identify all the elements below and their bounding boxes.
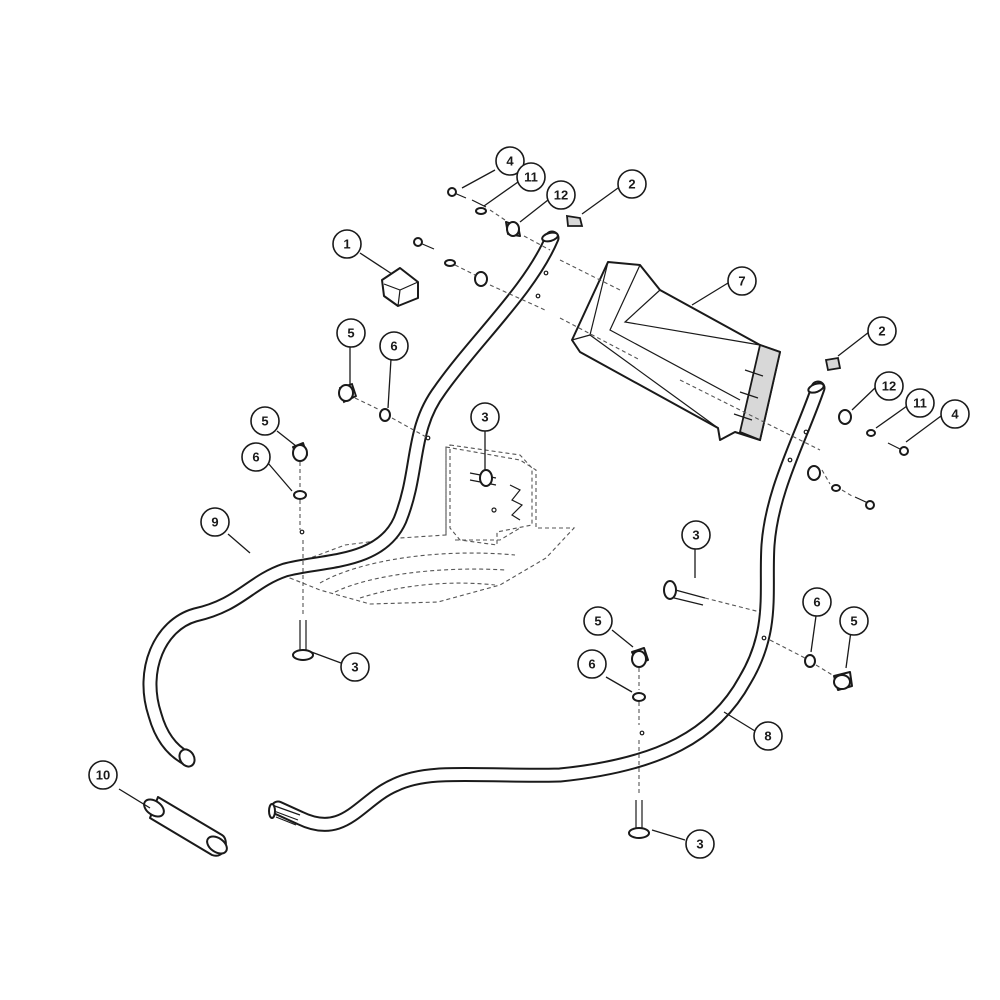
deck-outline [289,446,576,605]
svg-text:1: 1 [343,237,350,252]
right-fasteners [628,580,853,839]
callout-3-left-lower: 3 [340,652,370,682]
callout-2-upper-left: 2 [617,169,647,199]
svg-text:10: 10 [96,768,110,783]
callout-1: 1 [332,229,362,259]
svg-text:3: 3 [351,660,358,675]
svg-text:8: 8 [764,729,771,744]
callout-2-right: 2 [867,316,897,346]
callout-5-left-middle: 5 [250,406,280,436]
callout-5-center-lower: 5 [583,606,613,636]
callout-10: 10 [88,760,118,790]
callout-3-center: 3 [470,402,500,432]
svg-text:3: 3 [481,410,488,425]
svg-text:3: 3 [696,837,703,852]
svg-text:2: 2 [628,177,635,192]
callout-6-left-upper: 6 [379,331,409,361]
svg-text:4: 4 [506,154,514,169]
callout-3-right-lower: 3 [685,829,715,859]
svg-text:6: 6 [252,450,259,465]
svg-text:5: 5 [850,614,857,629]
callout-11-upper-left: 11 [516,162,546,192]
callout-11-right: 11 [905,388,935,418]
right-handle-tube [268,380,826,832]
callout-7: 7 [727,266,757,296]
callout-12-right: 12 [874,371,904,401]
svg-text:3: 3 [692,528,699,543]
svg-text:5: 5 [261,414,268,429]
upper-left-hardware [413,187,821,451]
callout-9: 9 [200,507,230,537]
svg-text:5: 5 [347,326,354,341]
callout-4-right: 4 [940,399,970,429]
callout-6-right: 6 [802,587,832,617]
svg-text:6: 6 [813,595,820,610]
svg-text:7: 7 [738,274,745,289]
svg-text:11: 11 [524,170,538,185]
callout-3-right-middle: 3 [681,520,711,550]
svg-text:9: 9 [211,515,218,530]
svg-text:4: 4 [951,407,959,422]
callout-5-right: 5 [839,606,869,636]
mount-bracket [449,444,533,546]
callout-8: 8 [753,721,783,751]
leader-lines [118,169,942,841]
grass-chute [571,261,782,442]
callout-6-center-lower: 6 [577,649,607,679]
hand-grip [143,796,228,857]
callout-5-left-upper: 5 [336,318,366,348]
callouts: 4 11 12 2 1 7 2 12 11 4 5 6 3 5 6 9 3 3 … [88,146,970,859]
upper-right-hardware [807,356,909,510]
svg-text:6: 6 [390,339,397,354]
callout-6-left-middle: 6 [241,442,271,472]
callout-4-upper-left: 4 [495,146,525,176]
svg-text:11: 11 [913,396,927,411]
svg-text:5: 5 [594,614,601,629]
left-handle-tube [142,230,560,768]
knob [381,267,419,307]
left-fasteners [292,382,497,661]
svg-text:12: 12 [554,188,568,203]
svg-text:6: 6 [588,657,595,672]
callout-12-upper-left: 12 [546,180,576,210]
svg-text:12: 12 [882,379,896,394]
svg-text:2: 2 [878,324,885,339]
